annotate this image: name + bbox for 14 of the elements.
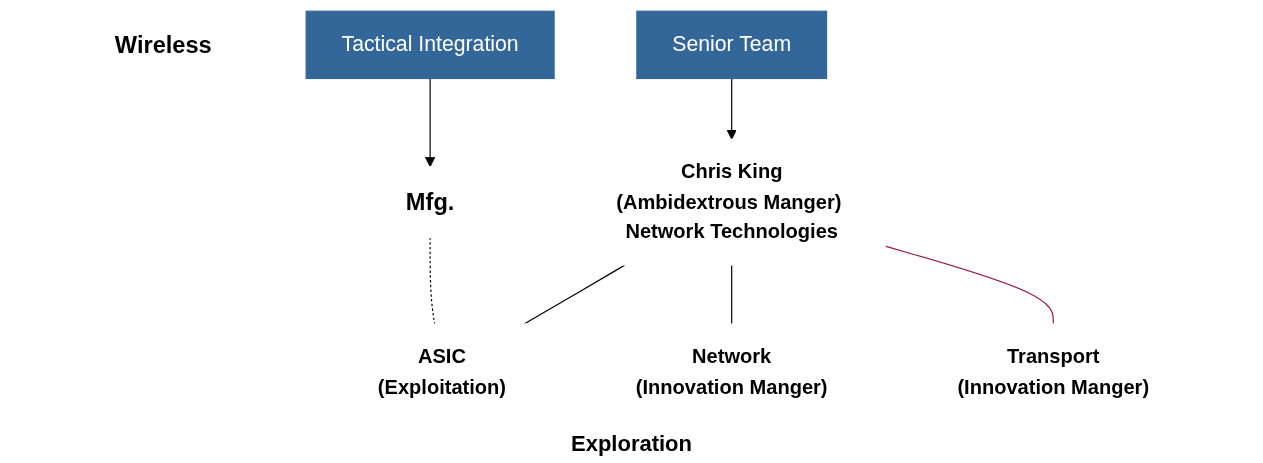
arrow (424, 77, 435, 168)
node-text: Transport (Innovation Manger) (956, 345, 1149, 398)
node-text: ASIC (Exploitation) (377, 345, 506, 398)
connector (884, 245, 1054, 325)
connector (523, 264, 626, 325)
node-box: Tactical Integration (305, 10, 555, 80)
node-text: Wireless (114, 31, 212, 58)
node-text: Mfg. (405, 189, 454, 216)
connector (730, 264, 732, 325)
node-text: Network (Innovation Manger) (635, 345, 828, 398)
node-box: Senior Team (635, 10, 827, 80)
arrow (726, 77, 737, 140)
group-label: Exploration (571, 431, 692, 456)
node-text: Chris King (Ambidextrous Manger) Network Technologies (615, 160, 842, 244)
